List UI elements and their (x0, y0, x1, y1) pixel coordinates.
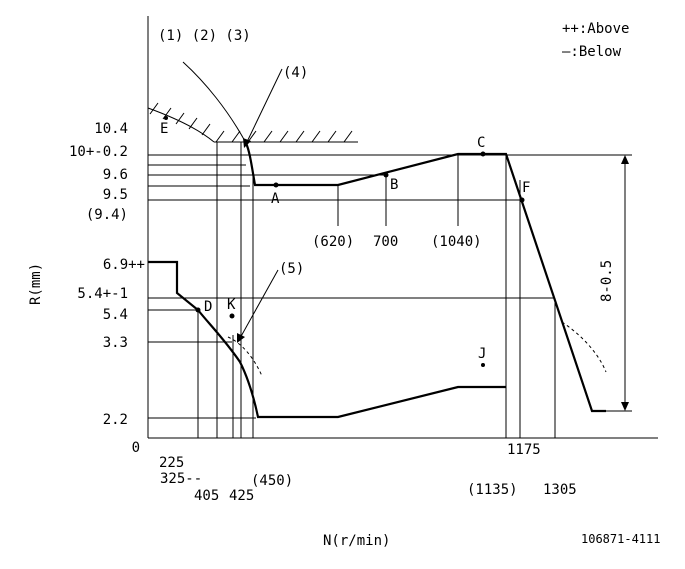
origin-label: 0 (132, 440, 140, 456)
y-tick-labels: 10.4 10+-0.2 9.6 9.5 (9.4) 6.9++ 5.4+-1 … (69, 121, 145, 456)
y-tick-label: 9.6 (103, 167, 128, 183)
x-tick-label: (450) (251, 473, 293, 489)
point-c-label: C (477, 135, 485, 151)
point-a-label: A (271, 191, 280, 207)
legend-below: —:Below (562, 44, 622, 60)
leader-5-arrow (237, 333, 245, 343)
y-tick-label: 3.3 (103, 335, 128, 351)
x-axis-title: N(r/min) (323, 533, 390, 549)
x-tick-labels: 225 325-- 405 425 (450) (620) 700 (1040)… (159, 234, 577, 504)
y-tick-label: 10+-0.2 (69, 144, 128, 160)
x-tick-label: 225 (159, 455, 184, 471)
y-axis-title: R(mm) (28, 263, 44, 305)
y-tick-label: (9.4) (86, 207, 128, 223)
y-reference-lines (148, 154, 632, 419)
point-b-dot (383, 172, 389, 178)
curve-tags: (1) (2) (3) (158, 28, 251, 44)
point-e-dot (164, 116, 168, 120)
governor-curve (182, 61, 247, 144)
y-tick-label: 5.4 (103, 307, 128, 323)
leader-4-arrow (243, 138, 251, 148)
y-tick-label: 10.4 (94, 121, 128, 137)
point-c-dot (480, 151, 486, 157)
point-b-label: B (390, 177, 398, 193)
x-tick-label: (1135) (467, 482, 518, 498)
dimension-arrow (621, 155, 629, 411)
x-tick-label: 700 (373, 234, 398, 250)
dimension-label: 8-0.5 (599, 260, 615, 302)
point-e-label: E (160, 121, 168, 137)
y-tick-label: 2.2 (103, 412, 128, 428)
point-k-dot (229, 313, 235, 319)
x-tick-label: (620) (312, 234, 354, 250)
callout-5: (5) (279, 261, 304, 277)
x-tick-label: (1040) (431, 234, 482, 250)
x-tick-label: 1305 (543, 482, 577, 498)
point-d-label: D (204, 299, 212, 315)
leader-5 (238, 269, 279, 341)
x-tick-label: 1175 (507, 442, 541, 458)
point-d-dot (195, 307, 201, 313)
callout-4: (4) (283, 65, 308, 81)
dashed-branch-left (227, 336, 263, 377)
point-a-dot (273, 182, 279, 188)
legend-above: ++:Above (562, 21, 629, 37)
drawing-number: 106871-4111 (581, 532, 660, 546)
y-tick-label: 6.9++ (103, 257, 145, 273)
y-tick-label: 9.5 (103, 187, 128, 203)
point-f-dot (519, 197, 525, 203)
y-tick-label: 5.4+-1 (77, 286, 128, 302)
stop-hatch (147, 102, 358, 143)
x-tick-label: 425 (229, 488, 254, 504)
idle-curve (148, 260, 506, 419)
full-load-curve (244, 142, 606, 413)
point-k-label: K (227, 297, 236, 313)
dashed-branch-right (561, 321, 607, 373)
point-j-label: J (478, 346, 486, 362)
point-f-label: F (522, 180, 530, 196)
x-tick-label: 325-- (160, 471, 202, 487)
point-j-dot (481, 363, 485, 367)
x-tick-label: 405 (194, 488, 219, 504)
leader-4 (245, 68, 283, 145)
